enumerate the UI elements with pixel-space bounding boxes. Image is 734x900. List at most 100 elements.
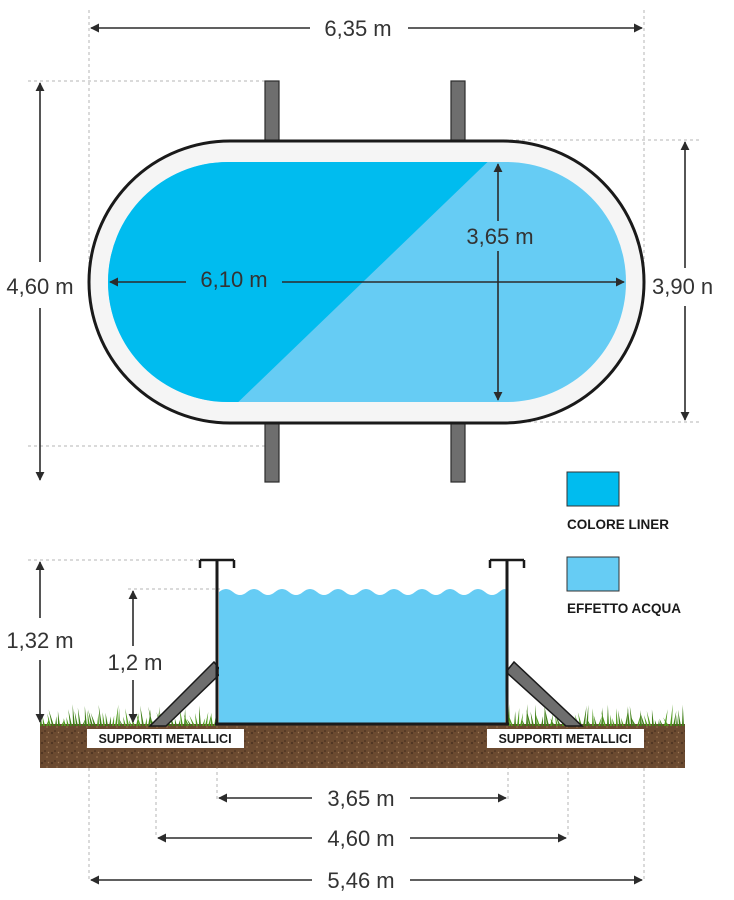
grass-blade bbox=[115, 704, 119, 726]
grass-blade bbox=[520, 712, 524, 726]
grass-blade bbox=[98, 704, 102, 726]
support-label-right: SUPPORTI METALLICI bbox=[498, 732, 631, 746]
grass-blade bbox=[517, 707, 520, 726]
grass-blade bbox=[183, 714, 189, 726]
grass-blade bbox=[125, 708, 129, 726]
grass-blade bbox=[629, 705, 633, 726]
overall-width-label: 6,35 m bbox=[324, 16, 391, 41]
grass-blade bbox=[637, 714, 641, 726]
grass-blade bbox=[208, 712, 212, 726]
post bbox=[264, 421, 280, 483]
pool-inner bbox=[108, 162, 626, 402]
grass-blade bbox=[610, 714, 612, 726]
grass-blade bbox=[616, 708, 618, 726]
side-view: SUPPORTI METALLICI SUPPORTI METALLICI 1,… bbox=[6, 558, 685, 893]
grass-blade bbox=[627, 706, 630, 726]
grass-blade bbox=[210, 713, 213, 726]
post bbox=[264, 80, 280, 144]
grass-blade bbox=[550, 713, 554, 726]
grass-blade bbox=[156, 712, 162, 726]
grass-blade bbox=[46, 718, 50, 726]
grass-blade bbox=[659, 718, 663, 726]
grass-blade bbox=[643, 715, 648, 726]
grass-blade bbox=[618, 710, 621, 726]
inner-width-label: 3,65 m bbox=[466, 224, 533, 249]
grass-blade bbox=[199, 705, 201, 726]
grass-blade bbox=[682, 704, 684, 726]
grass-blade bbox=[47, 713, 51, 726]
grass-blade bbox=[214, 707, 218, 726]
grass-blade bbox=[601, 707, 603, 726]
support-label-box bbox=[87, 729, 244, 748]
grass-blade bbox=[544, 705, 546, 726]
grass-blade bbox=[526, 704, 528, 726]
inner-length-label: 6,10 m bbox=[200, 267, 267, 292]
grass-blade bbox=[63, 718, 66, 726]
total-width-label: 5,46 m bbox=[327, 868, 394, 893]
rail-cap-right bbox=[488, 558, 526, 568]
grass-blade bbox=[601, 710, 606, 726]
grass-blade bbox=[174, 718, 177, 726]
grass-blade bbox=[82, 718, 86, 726]
grass-blade bbox=[651, 709, 654, 726]
grass-blade bbox=[621, 717, 624, 726]
post bbox=[450, 421, 466, 483]
legend: COLORE LINER EFFETTO ACQUA bbox=[566, 471, 681, 616]
grass-blade bbox=[640, 712, 645, 726]
grass-blade bbox=[541, 716, 543, 726]
support-label-left: SUPPORTI METALLICI bbox=[98, 732, 231, 746]
grass-blade bbox=[607, 704, 609, 726]
water-body bbox=[219, 589, 507, 724]
grass-blade bbox=[535, 713, 540, 726]
grass-blade bbox=[189, 715, 195, 726]
grass-blade bbox=[74, 711, 78, 726]
grass-blade bbox=[530, 711, 534, 726]
grass-blade bbox=[148, 709, 151, 726]
grass-blade bbox=[66, 716, 69, 726]
grass-blade bbox=[550, 718, 555, 726]
legend-swatch-water bbox=[566, 556, 620, 592]
grass-blade bbox=[150, 718, 156, 726]
grass-blade bbox=[664, 709, 668, 726]
grass-blade bbox=[184, 708, 186, 726]
grass-blade bbox=[68, 709, 72, 726]
label-backdrop bbox=[186, 264, 282, 294]
grass-blade bbox=[102, 712, 105, 726]
support-label-box bbox=[487, 729, 644, 748]
grass-blade bbox=[57, 711, 60, 726]
grass-blade bbox=[205, 712, 209, 726]
grass-blade bbox=[526, 709, 531, 726]
grass-blade bbox=[123, 716, 126, 726]
grass-blade bbox=[676, 715, 678, 726]
support-span-label: 4,60 m bbox=[327, 826, 394, 851]
rail-cap-left bbox=[198, 558, 236, 568]
grass-blade bbox=[178, 719, 181, 726]
grass-blade bbox=[97, 713, 99, 726]
grass-blade bbox=[663, 717, 669, 726]
grass-blade bbox=[507, 712, 513, 726]
grass-blade bbox=[202, 718, 206, 726]
grass-blade bbox=[55, 716, 57, 726]
grass-blade bbox=[88, 709, 93, 726]
label-backdrop bbox=[455, 221, 545, 251]
grass-blade bbox=[72, 704, 75, 726]
grass-blade bbox=[646, 710, 651, 726]
grass-blade bbox=[630, 716, 636, 726]
grass-blade bbox=[109, 716, 111, 726]
grass-blade bbox=[673, 710, 677, 726]
grass-blade bbox=[677, 709, 681, 726]
grass-blade bbox=[612, 718, 615, 726]
grass-blade bbox=[640, 710, 642, 726]
grass-blade bbox=[145, 717, 147, 726]
grass-blade bbox=[186, 718, 192, 726]
grass-blade bbox=[87, 710, 90, 726]
grass-blade bbox=[670, 704, 673, 726]
legend-label-liner: COLORE LINER bbox=[567, 517, 669, 532]
grass-blade bbox=[593, 715, 597, 726]
grass-blade bbox=[195, 712, 198, 726]
grass-blade bbox=[654, 719, 657, 726]
grass-blade bbox=[521, 719, 525, 726]
grass-blade bbox=[583, 705, 587, 726]
total-height-label: 1,32 m bbox=[6, 628, 73, 653]
